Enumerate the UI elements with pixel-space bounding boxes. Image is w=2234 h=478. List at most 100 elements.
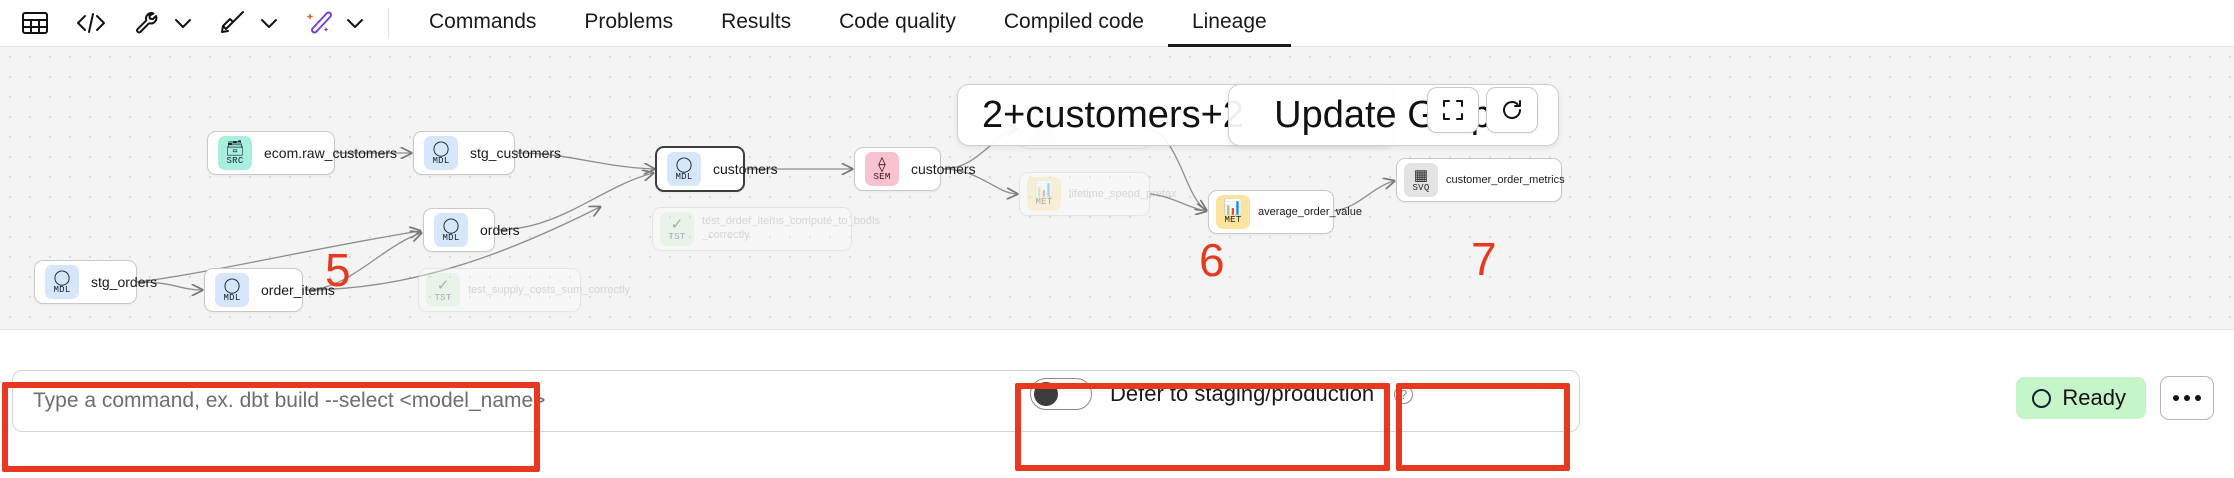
defer-label: Defer to staging/production [1110,381,1375,406]
defer-toggle-knob [1034,382,1058,406]
cube-icon: ◯ [53,268,71,286]
toolbar-icon-group [0,0,405,47]
graph-node[interactable]: ◯ MDL stg_customers [413,131,561,175]
node-label: lifetime_spend_pretax [1069,188,1177,200]
tab-commands-label: Commands [429,9,537,33]
share-nodes-icon: ⟠ [878,155,886,173]
svq-badge-icon: ▦ SVQ [1404,163,1438,197]
top-toolbar: Commands Problems Results Code quality C… [0,0,2234,47]
broom-icon[interactable] [212,2,254,44]
dot-icon [2173,395,2179,401]
status-label: Ready [2062,385,2126,410]
tab-problems-label: Problems [584,9,674,33]
tab-bar: Commands Problems Results Code quality C… [405,0,1291,47]
tab-problems[interactable]: Problems [560,0,697,47]
graph-node-selected[interactable]: ◯ MDL customers [655,146,778,192]
tab-code-quality[interactable]: Code quality [815,0,980,47]
sem-badge-icon: ⟠ SEM [865,152,899,186]
graph-node[interactable]: ◯ MDL orders [423,208,520,252]
badge-type-label: MDL [53,284,71,295]
graph-node[interactable]: ✓ TST test_order_items_compute_to_bools … [652,207,880,251]
met-badge-icon: 📊 MET [1027,177,1061,211]
node-label: customer_order_metrics [1446,174,1565,186]
magic-wand-icon[interactable] [298,2,340,44]
badge-type-label: MET [1035,196,1053,207]
tst-badge-icon: ✓ TST [660,212,694,246]
table-icon[interactable] [14,2,56,44]
node-label: test_order_items_compute_to_bools _corre… [702,215,880,241]
more-options-button[interactable] [2160,376,2214,420]
mdl-badge-icon: ◯ MDL [424,136,458,170]
graph-node[interactable]: ✓ TST test_supply_costs_sum_correctly [418,268,630,312]
check-icon: ✓ [436,276,450,294]
graph-node[interactable]: 📊 MET lifetime_spend_pretax [1019,172,1177,216]
tab-compiled-code[interactable]: Compiled code [980,0,1168,47]
view-icon: ▦ [1413,166,1429,184]
lineage-graph-canvas[interactable]: 🗃 SRC ecom.raw_customers ◯ MDL stg_custo… [0,47,2234,329]
badge-type-label: MET [1224,214,1242,225]
status-badge[interactable]: Ready [2016,377,2146,419]
node-label: ecom.raw_customers [264,145,398,161]
database-icon: 🗃 [225,139,245,157]
node-label: stg_customers [470,145,562,161]
magic-wand-chevron-down-icon[interactable] [342,2,368,44]
bar-chart-icon: 📊 [1034,180,1054,198]
tab-code-quality-label: Code quality [839,9,956,33]
tst-badge-icon: ✓ TST [426,273,460,307]
command-input[interactable] [12,370,1580,432]
defer-control-group: Defer to staging/production ? [1030,378,1414,410]
toolbar-divider [388,8,389,38]
badge-type-label: MDL [675,171,693,182]
cube-icon: ◯ [223,276,241,294]
badge-type-label: SEM [873,171,891,182]
graph-node[interactable]: 📊 MET average_order_value [1208,190,1362,234]
bar-chart-icon: 📊 [1223,198,1243,216]
badge-type-label: SVQ [1412,182,1430,193]
badge-type-label: SRC [226,155,244,166]
tab-commands[interactable]: Commands [405,0,560,47]
graph-node[interactable]: ◯ MDL stg_orders [34,260,157,304]
badge-type-label: TST [434,292,452,303]
graph-node[interactable]: 🗃 SRC ecom.raw_customers [207,131,397,175]
node-label: average_order_value [1258,206,1362,218]
node-label: stg_orders [91,274,158,290]
cube-icon: ◯ [432,139,450,157]
graph-node[interactable]: ◯ MDL order_items [204,268,335,312]
tab-lineage[interactable]: Lineage [1167,0,1291,47]
met-badge-icon: 📊 MET [1216,195,1250,229]
node-label: orders [480,222,520,238]
refresh-button[interactable] [1486,87,1538,133]
badge-type-label: TST [668,231,686,242]
bottom-bar: Defer to staging/production ? Ready [0,329,2234,478]
dot-icon [2184,395,2190,401]
node-label: test_supply_costs_sum_correctly [468,284,631,296]
defer-toggle[interactable] [1030,378,1092,410]
graph-expression-text: 2+customers+2 [982,93,1244,136]
node-label: order_items [261,282,335,298]
node-label: customers [713,161,778,177]
command-input-wrapper [12,370,1580,432]
badge-type-label: MDL [442,232,460,243]
broom-chevron-down-icon[interactable] [256,2,282,44]
tab-results[interactable]: Results [697,0,815,47]
help-icon[interactable]: ? [1394,384,1414,404]
graph-node[interactable]: ▦ SVQ customer_order_metrics [1396,158,1565,202]
wrench-chevron-down-icon[interactable] [170,2,196,44]
check-icon: ✓ [670,215,684,233]
mdl-badge-icon: ◯ MDL [667,152,701,186]
status-group: Ready [2016,376,2214,420]
code-icon[interactable] [70,2,112,44]
wrench-icon[interactable] [126,2,168,44]
badge-type-label: MDL [223,292,241,303]
tab-compiled-code-label: Compiled code [1003,9,1144,33]
cube-icon: ◯ [675,155,693,173]
dot-icon [2195,395,2201,401]
node-label: customers [911,161,976,177]
src-badge-icon: 🗃 SRC [218,136,252,170]
mdl-badge-icon: ◯ MDL [45,265,79,299]
graph-node[interactable]: ⟠ SEM customers [854,147,976,191]
mdl-badge-icon: ◯ MDL [215,273,249,307]
fullscreen-button[interactable] [1427,87,1479,133]
tab-lineage-label: Lineage [1191,9,1267,33]
